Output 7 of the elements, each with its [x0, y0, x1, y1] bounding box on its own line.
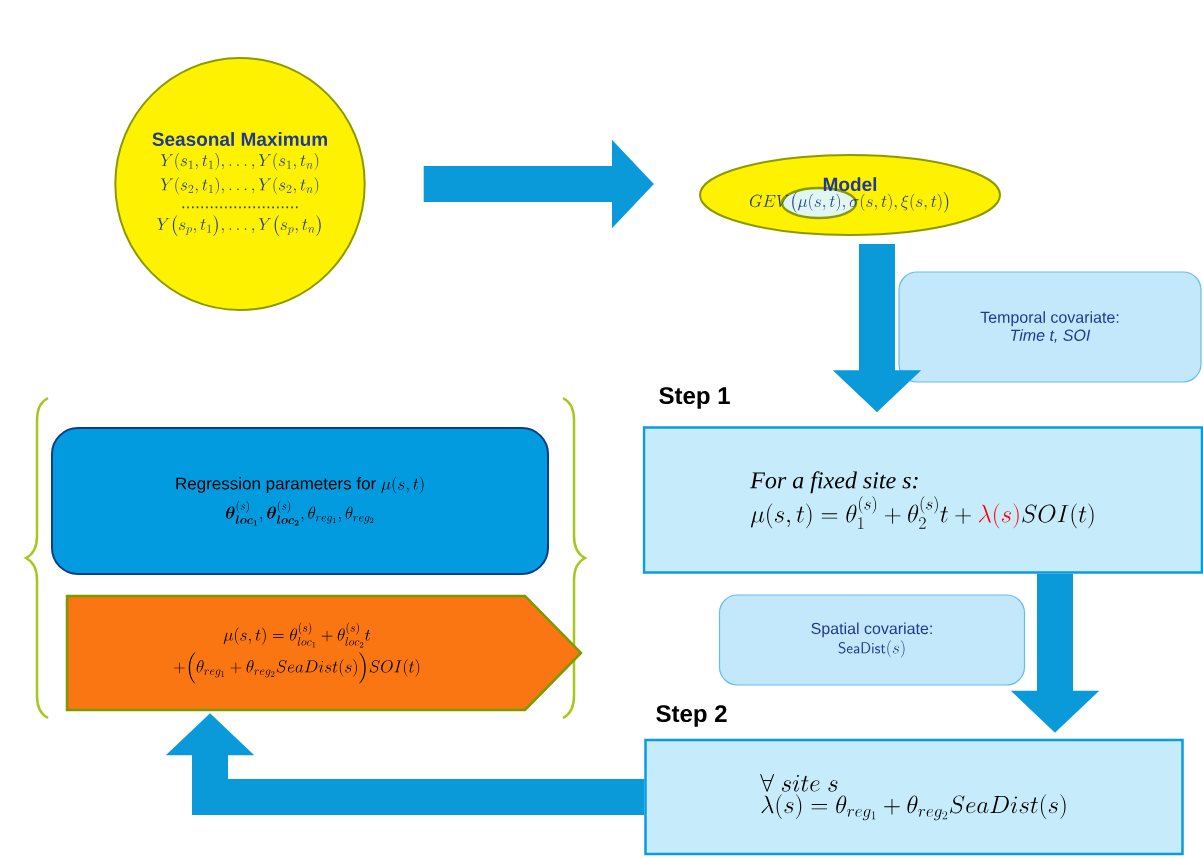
- covariate-box: Temporal covariate: Time t, SOI: [898, 271, 1202, 383]
- parameter-box: $\text{Regression parameters for }\mu(s,t)$ $\boldsymbol{\theta}^{(s)}_{\boldsymbol{loc_1}},\boldsymbol{\theta}^{(s)}_{\boldsymbol{loc_2}},\theta_{reg_1},\theta_{reg_2}$: [51, 427, 549, 575]
- node-label: Step 2: [656, 705, 727, 727]
- node-label: Step 1: [659, 387, 730, 409]
- step-box: $\forall\ site\ s$ $\lambda(s)=\theta_{reg_1}+\theta_{reg_2}SeaDist(s)$ Step 2: [644, 705, 1184, 856]
- covariate-box: Spatial covariate: $\mathsf{SeaDist}(s)$: [718, 594, 1026, 686]
- step-box: For a fixed site s: $\mu(s,t)=\theta_1^{(s)}+\theta_2^{(s)}t+\textcolor[HTML]{FF0000}{\lambda(s)}SOI(t)$ Step 1: [642, 387, 1203, 574]
